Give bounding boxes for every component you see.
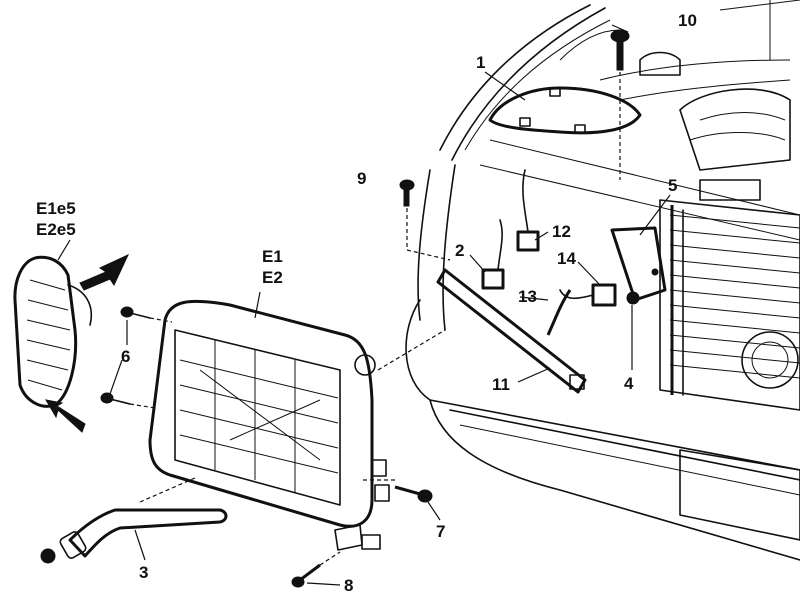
bolt-9 <box>399 179 451 261</box>
label-10: 10 <box>678 11 697 30</box>
label-e2e5: E2e5 <box>36 220 76 239</box>
screws-6 <box>100 306 173 409</box>
label-e1e5: E1e5 <box>36 199 76 218</box>
label-12: 12 <box>552 222 571 241</box>
bolt-8 <box>291 551 341 588</box>
vehicle-front-body <box>405 0 800 561</box>
label-e1: E1 <box>262 247 283 266</box>
side-marker-lamp <box>13 255 92 408</box>
connector-12 <box>516 169 540 252</box>
radiator-grille <box>659 199 800 411</box>
headlamp-unit <box>148 299 395 551</box>
label-9: 9 <box>357 169 366 188</box>
arrow-upper <box>79 253 130 291</box>
label-5: 5 <box>668 176 677 195</box>
label-7: 7 <box>436 522 445 541</box>
leader-lines <box>57 24 671 586</box>
bracket-arm-3 <box>40 477 228 564</box>
label-6: 6 <box>121 347 130 366</box>
label-8: 8 <box>344 576 353 595</box>
control-module-5 <box>610 226 667 305</box>
label-2: 2 <box>455 241 464 260</box>
connector-14 <box>559 283 617 307</box>
label-4: 4 <box>624 374 634 393</box>
cover-plate-1 <box>488 86 642 135</box>
label-11: 11 <box>492 375 510 394</box>
support-rail-11 <box>377 268 587 394</box>
label-14: 14 <box>557 249 576 268</box>
label-13: 13 <box>518 287 537 306</box>
harness-13 <box>546 289 572 336</box>
bolt-10 <box>610 29 630 180</box>
arrow-lower <box>45 399 86 433</box>
bolt-7 <box>394 485 433 503</box>
label-3: 3 <box>139 563 148 582</box>
connector-2 <box>481 219 505 290</box>
label-e2: E2 <box>262 268 283 287</box>
label-1: 1 <box>476 53 485 72</box>
